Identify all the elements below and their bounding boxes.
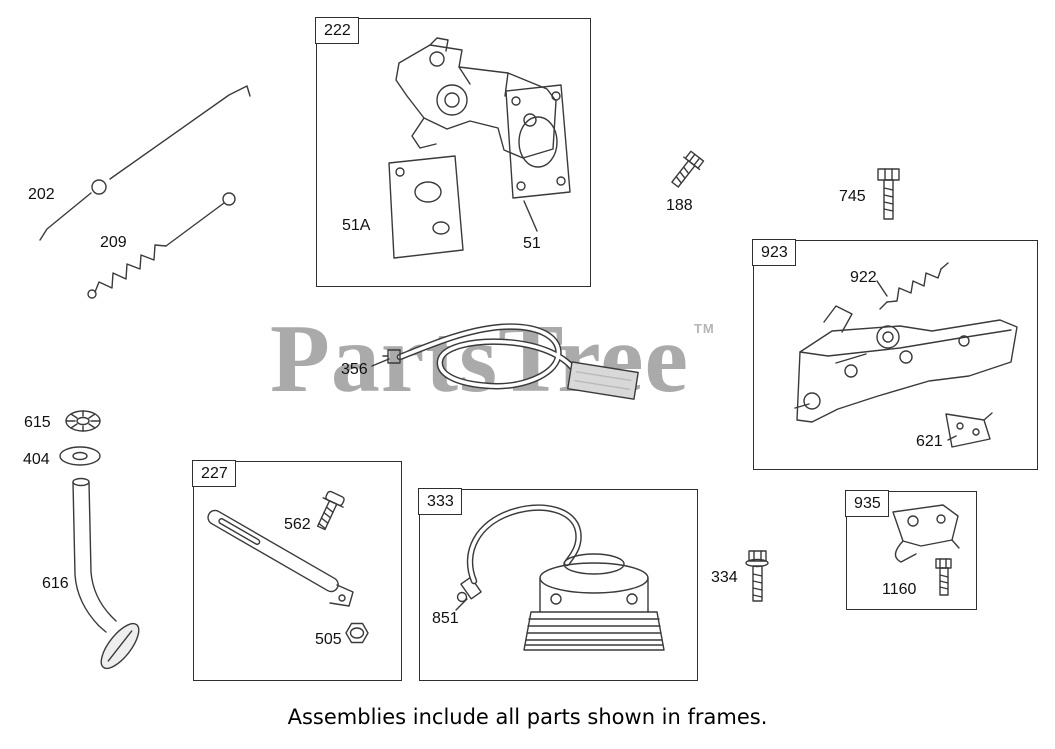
part-label-505: 505 <box>315 631 342 648</box>
part-label-562: 562 <box>284 516 311 533</box>
part-label-51: 51 <box>523 235 541 252</box>
frame-222-label: 222 <box>315 17 360 45</box>
part-assembly-935-drawing <box>892 504 960 596</box>
frame-935-label: 935 <box>845 490 890 518</box>
frame-923: 923 <box>752 239 1038 470</box>
part-label-616: 616 <box>42 575 69 592</box>
part-label-615: 615 <box>24 414 51 431</box>
frame-227: 227 <box>192 460 402 681</box>
frame-923-label: 923 <box>752 239 797 267</box>
part-188-drawing <box>671 150 705 188</box>
part-label-404: 404 <box>23 451 50 468</box>
part-label-851: 851 <box>432 610 459 627</box>
watermark-tm-symbol: TM <box>693 321 715 336</box>
part-745-drawing <box>877 168 900 220</box>
part-404-drawing <box>59 446 101 466</box>
part-label-356: 356 <box>341 361 368 378</box>
part-356-drawing <box>382 323 639 400</box>
frame-222: 222 <box>315 17 591 287</box>
part-label-202: 202 <box>28 186 55 203</box>
part-label-621: 621 <box>916 433 943 450</box>
leader-lines <box>371 200 957 611</box>
part-202-drawing <box>39 85 251 241</box>
part-assembly-923-drawing <box>794 262 1018 448</box>
part-label-188: 188 <box>666 197 693 214</box>
part-615-drawing <box>65 410 101 432</box>
frame-935: 935 <box>845 490 977 610</box>
part-label-334: 334 <box>711 569 738 586</box>
part-209-drawing <box>87 192 236 299</box>
part-616-drawing <box>72 477 140 670</box>
part-label-209: 209 <box>100 234 127 251</box>
part-assembly-333-drawing <box>456 504 665 651</box>
part-334-drawing <box>745 550 769 602</box>
part-assembly-222-drawing <box>388 37 571 259</box>
frame-333-label: 333 <box>418 488 463 516</box>
frame-227-label: 227 <box>192 460 237 488</box>
part-label-745: 745 <box>839 188 866 205</box>
frame-333: 333 <box>418 488 698 681</box>
part-label-51A: 51A <box>342 217 371 234</box>
part-label-1160: 1160 <box>882 581 917 598</box>
footer-note: Assemblies include all parts shown in fr… <box>287 705 768 729</box>
part-label-922: 922 <box>850 269 877 286</box>
part-assembly-227-drawing <box>207 490 369 644</box>
